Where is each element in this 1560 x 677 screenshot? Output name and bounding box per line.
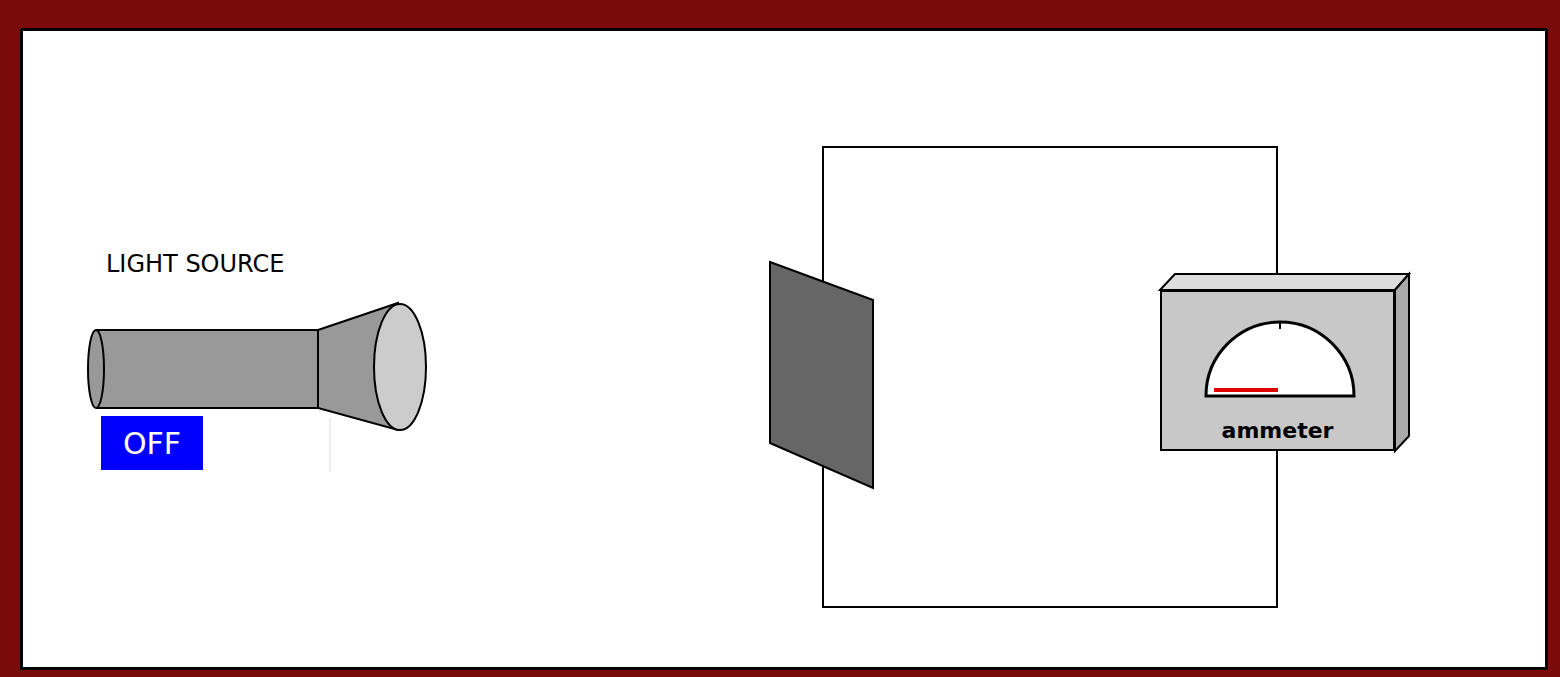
ammeter-housing — [1160, 274, 1409, 451]
meter-label: ammeter — [1162, 418, 1393, 443]
ammeter-dial — [1202, 312, 1362, 402]
off-switch: OFF — [101, 416, 203, 470]
ammeter-box: ammeter — [1160, 290, 1395, 451]
metal-plate — [770, 262, 873, 488]
part-label: LIGHT SOURCE — [106, 250, 284, 278]
light-source-symbol — [88, 303, 426, 430]
switch-label: OFF — [101, 426, 203, 461]
